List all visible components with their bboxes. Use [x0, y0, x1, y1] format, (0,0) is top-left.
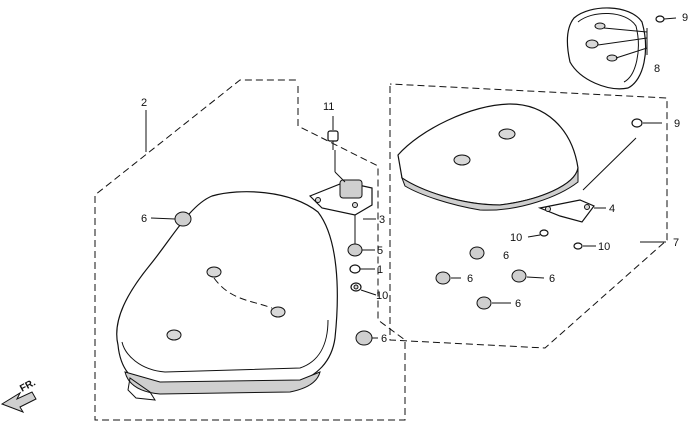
- front-direction-indicator: FR.: [0, 377, 38, 413]
- callout-7: 7: [673, 237, 679, 249]
- callout-10-rider: 10: [376, 290, 388, 302]
- callout-6-rider-left: 6: [141, 213, 147, 225]
- passenger-seat-group-outline: [389, 83, 668, 349]
- callout-labels: 2 11 6 3 5 1 10 6 9 8 9 4 10 10 7 6 6 6 …: [141, 12, 688, 345]
- callout-4: 4: [609, 203, 615, 215]
- callout-9-passenger: 9: [674, 118, 680, 130]
- passenger-grommets: [435, 246, 545, 310]
- front-label: FR.: [18, 377, 38, 394]
- callout-6-grommet-c: 6: [549, 273, 555, 285]
- callout-3: 3: [379, 214, 385, 226]
- callout-9-pad: 9: [682, 12, 688, 24]
- passenger-bracket-nuts: [527, 229, 596, 250]
- callout-6-grommet-a: 6: [503, 250, 509, 262]
- callout-10-bracket-right: 10: [598, 241, 610, 253]
- passenger-bracket: [537, 137, 637, 223]
- callout-6-grommet-d: 6: [515, 298, 521, 310]
- callout-10-bracket-left: 10: [510, 232, 522, 244]
- rider-seat: [116, 191, 338, 401]
- callout-5: 5: [377, 245, 383, 257]
- bolt: [327, 116, 339, 150]
- callout-11: 11: [323, 101, 334, 113]
- rider-seat-group-outline: [94, 79, 406, 421]
- passenger-nut: [631, 118, 662, 128]
- rider-grommets: [174, 211, 373, 346]
- rider-leader-lines: [150, 217, 378, 339]
- callout-6-grommet-b: 6: [467, 273, 473, 285]
- cushion-pad: [566, 7, 677, 90]
- rider-mount-hardware: [347, 215, 363, 292]
- callout-2: 2: [141, 97, 147, 109]
- callout-8: 8: [654, 63, 660, 75]
- passenger-seat: [397, 103, 579, 211]
- seat-bracket: [308, 150, 373, 216]
- callout-1: 1: [377, 264, 383, 276]
- callout-6-rider-bottom: 6: [381, 333, 387, 345]
